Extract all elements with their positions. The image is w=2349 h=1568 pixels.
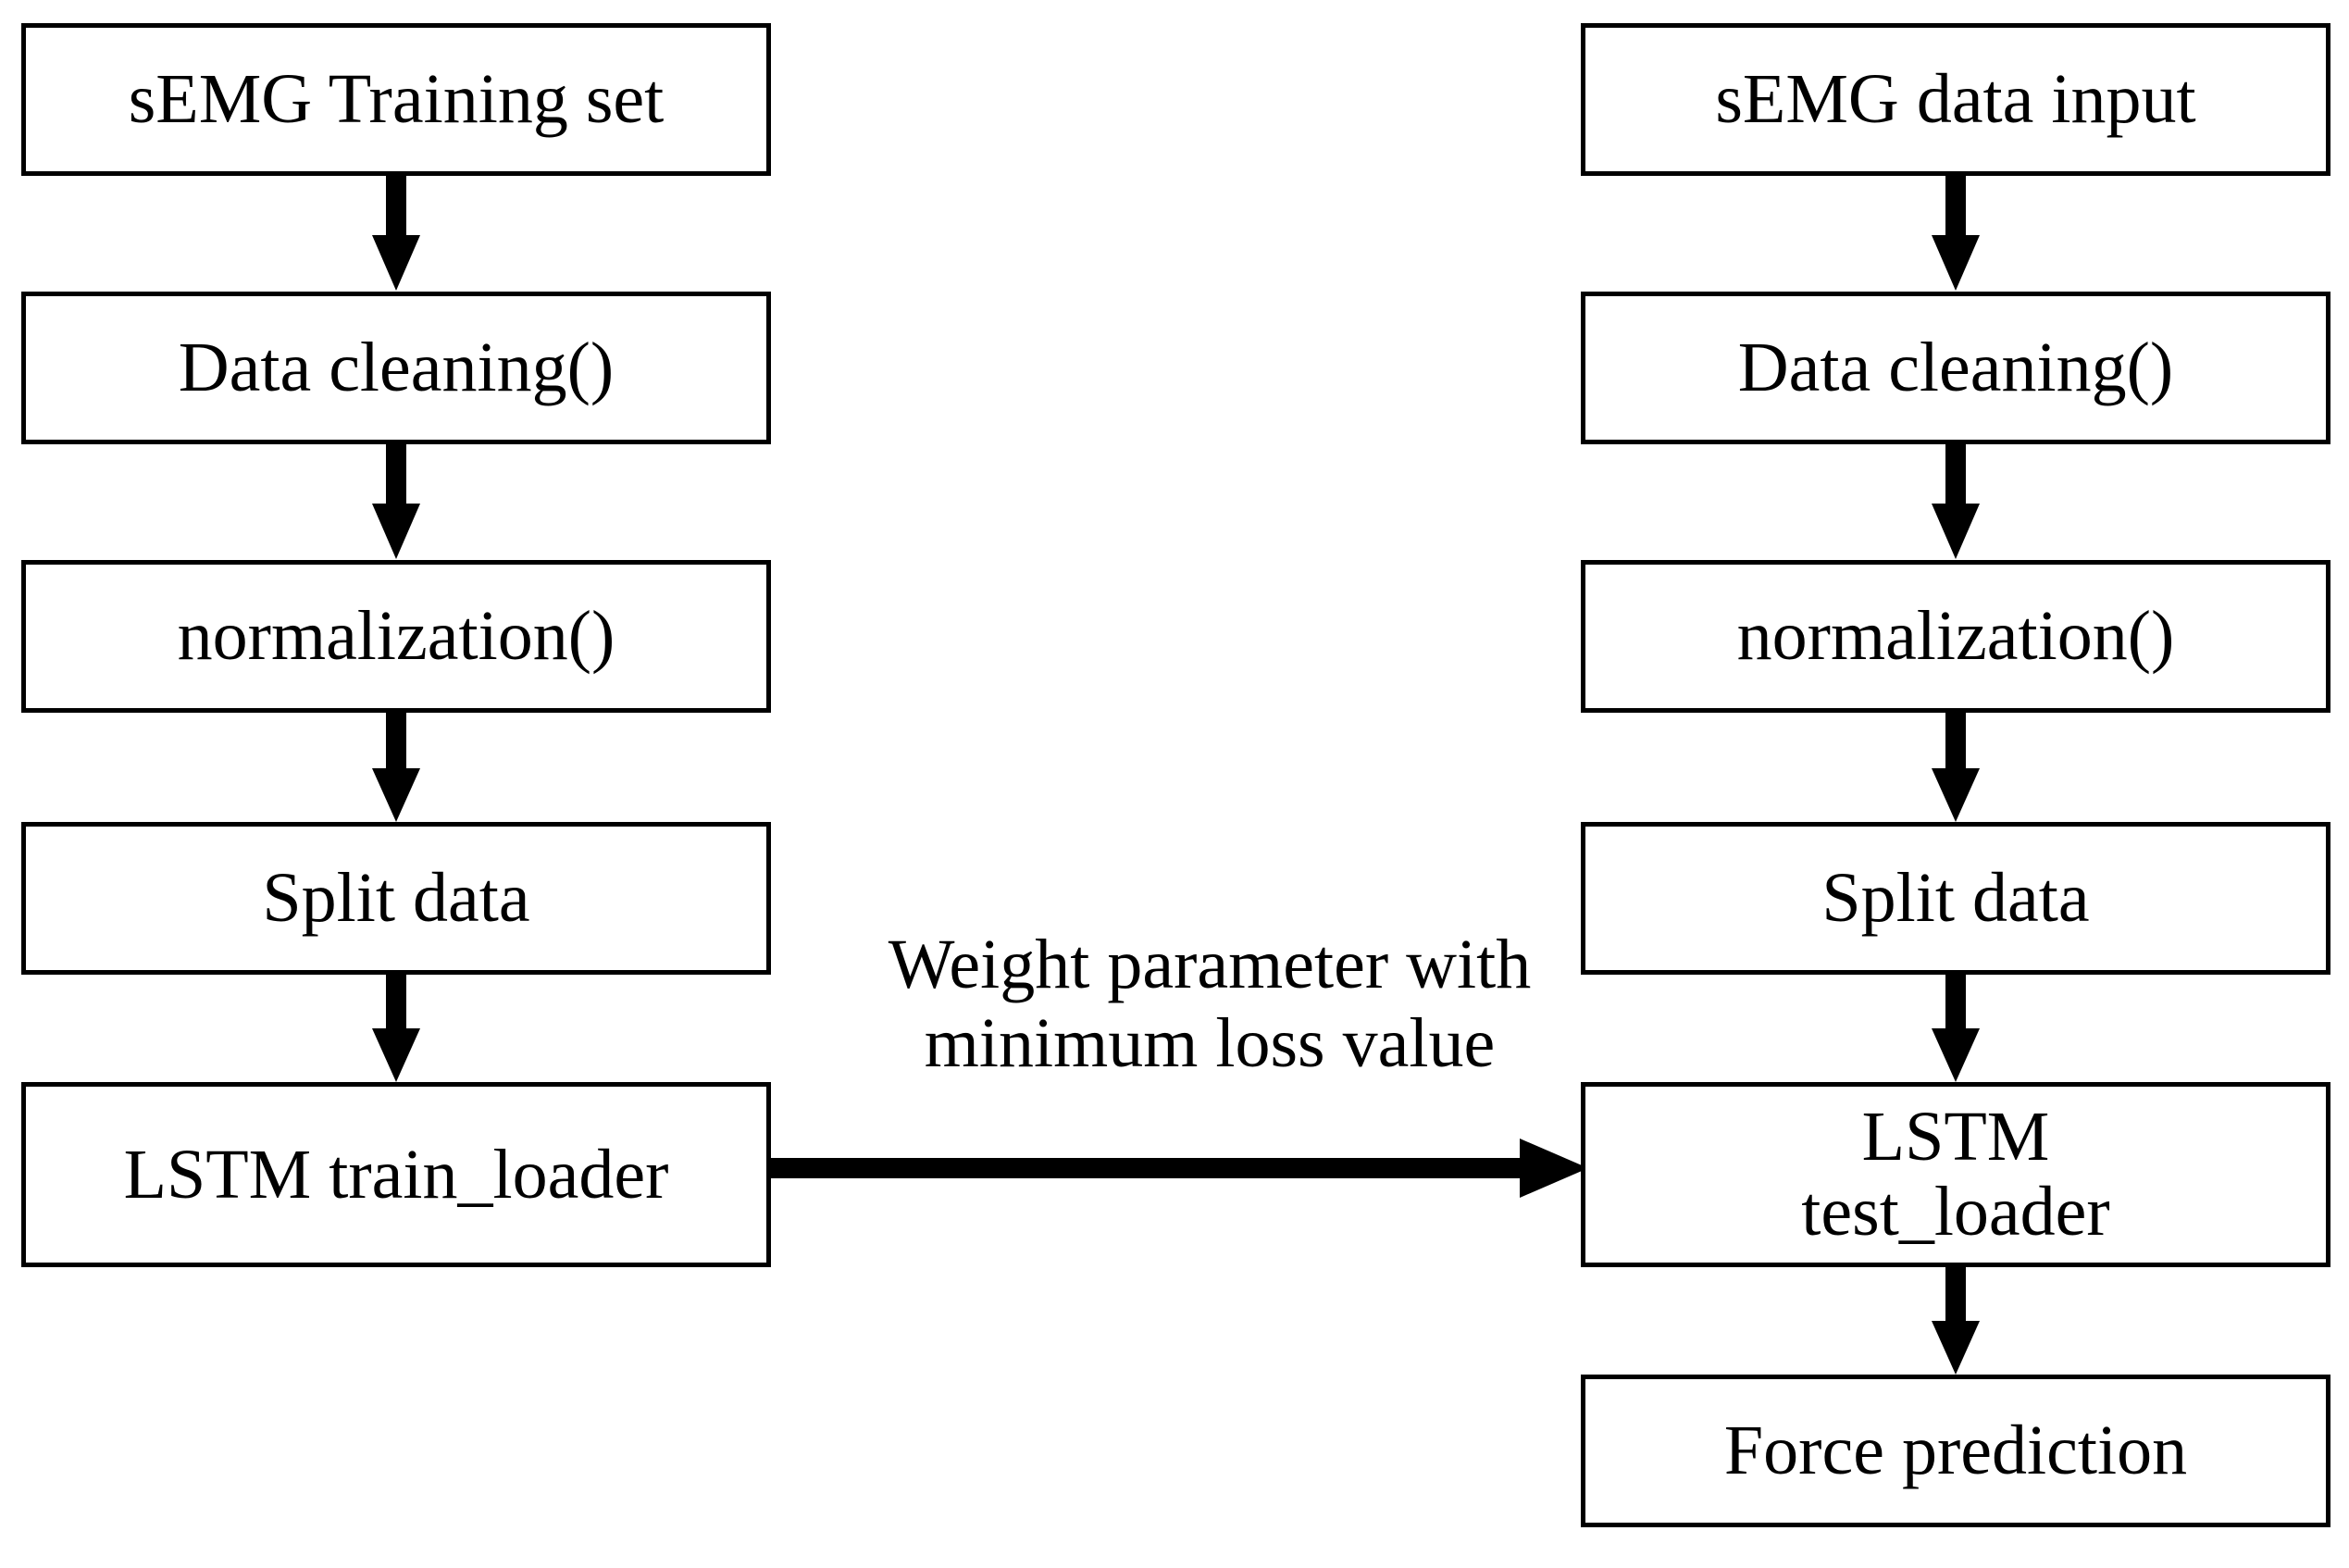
node-test-norm-label: normalization()	[1736, 597, 2175, 676]
arrow-train-split-to-loader	[368, 973, 424, 1084]
arrow-test-split-to-loader	[1928, 973, 1983, 1084]
node-train-loader[interactable]: LSTM train_loader	[21, 1082, 771, 1267]
node-test-clean[interactable]: Data cleaning()	[1581, 292, 2330, 444]
node-force-prediction[interactable]: Force prediction	[1581, 1375, 2330, 1527]
arrow-train-norm-to-split	[368, 711, 424, 824]
node-train-clean[interactable]: Data cleaning()	[21, 292, 771, 444]
node-train-clean-label: Data cleaning()	[178, 329, 615, 407]
node-test-split[interactable]: Split data	[1581, 822, 2330, 975]
node-test-input-label: sEMG data input	[1715, 60, 2196, 139]
arrow-test-loader-to-force-prediction	[1928, 1265, 1983, 1376]
node-train-input-label: sEMG Training set	[128, 60, 665, 139]
node-train-input[interactable]: sEMG Training set	[21, 23, 771, 176]
node-test-loader[interactable]: LSTM test_loader	[1581, 1082, 2330, 1267]
node-test-input[interactable]: sEMG data input	[1581, 23, 2330, 176]
node-test-clean-label: Data cleaning()	[1737, 329, 2174, 407]
arrow-test-norm-to-split	[1928, 711, 1983, 824]
node-force-prediction-label: Force prediction	[1723, 1412, 2188, 1490]
node-test-split-label: Split data	[1821, 859, 2090, 938]
node-train-norm-label: normalization()	[177, 597, 615, 676]
arrow-test-clean-to-norm	[1928, 442, 1983, 561]
arrow-test-input-to-clean	[1928, 174, 1983, 292]
node-train-loader-label: LSTM train_loader	[123, 1135, 669, 1213]
arrow-train-input-to-clean	[368, 174, 424, 292]
arrow-train-loader-to-test-loader	[768, 1137, 1590, 1201]
arrow-train-clean-to-norm	[368, 442, 424, 561]
node-train-split[interactable]: Split data	[21, 822, 771, 975]
cross-link-label: Weight parameter with minimum loss value	[888, 926, 1532, 1083]
node-test-loader-label: LSTM test_loader	[1801, 1098, 2110, 1251]
node-train-split-label: Split data	[262, 859, 530, 938]
node-test-norm[interactable]: normalization()	[1581, 560, 2330, 713]
node-train-norm[interactable]: normalization()	[21, 560, 771, 713]
